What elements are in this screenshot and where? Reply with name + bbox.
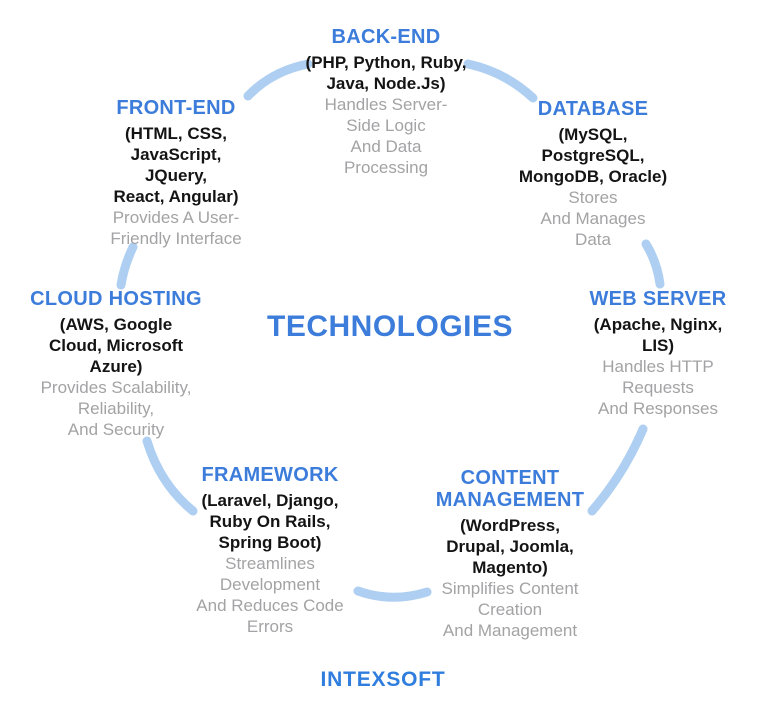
node-back-end-description: Handles Server- Side Logic And Data Proc… — [324, 95, 448, 177]
connector-arc-database-webserver — [641, 239, 665, 289]
node-cloud-hosting: CLOUD HOSTING (AWS, Google Cloud, Micros… — [30, 288, 202, 440]
connector-arc-framework-cloudhosting — [142, 436, 198, 516]
node-database-description: Stores And Manages Data — [540, 188, 646, 249]
node-front-end: FRONT-END (HTML, CSS, JavaScript, JQuery… — [110, 97, 241, 249]
connector-arc-contentmanagement-framework — [353, 586, 432, 602]
node-framework-description: Streamlines Development And Reduces Code… — [196, 554, 344, 636]
node-framework: FRAMEWORK (Laravel, Django, Ruby On Rail… — [196, 464, 343, 637]
node-front-end-tools: (HTML, CSS, JavaScript, JQuery, React, A… — [113, 124, 239, 206]
node-web-server-description: Handles HTTP Requests And Responses — [597, 357, 719, 418]
node-web-server-tools: (Apache, Nginx, LIS) — [593, 315, 723, 355]
node-database-tools: (MySQL, PostgreSQL, MongoDB, Oracle) — [518, 125, 668, 186]
node-content-management-title: CONTENT MANAGEMENT — [435, 467, 585, 511]
connector-arc-frontend-backend — [243, 59, 313, 101]
node-content-management: CONTENT MANAGEMENT (WordPress, Drupal, J… — [436, 467, 585, 641]
connector-arc-webserver-contentmanagement — [587, 424, 648, 516]
node-framework-tools: (Laravel, Django, Ruby On Rails, Spring … — [201, 491, 339, 552]
connector-arc-backend-database — [463, 59, 538, 103]
node-front-end-title: FRONT-END — [116, 97, 236, 119]
node-framework-title: FRAMEWORK — [201, 464, 339, 486]
diagram-center-title: TECHNOLOGIES — [266, 310, 514, 343]
intexsoft-logo: INTEXSOFT — [320, 668, 446, 691]
node-cloud-hosting-description: Provides Scalability, Reliability, And S… — [40, 378, 192, 439]
node-content-management-tools: (WordPress, Drupal, Joomla, Magento) — [446, 516, 574, 577]
node-cloud-hosting-tools: (AWS, Google Cloud, Microsoft Azure) — [48, 315, 184, 376]
node-cloud-hosting-title: CLOUD HOSTING — [30, 288, 202, 310]
node-back-end-tools: (PHP, Python, Ruby, Java, Node.Js) — [305, 53, 467, 93]
node-back-end-title: BACK-END — [331, 26, 441, 48]
node-database-title: DATABASE — [537, 98, 649, 120]
connector-arc-cloudhosting-frontend — [116, 242, 138, 290]
node-front-end-description: Provides A User- Friendly Interface — [110, 208, 242, 248]
node-web-server: WEB SERVER (Apache, Nginx, LIS) Handles … — [589, 288, 726, 419]
node-web-server-title: WEB SERVER — [589, 288, 727, 310]
node-database: DATABASE (MySQL, PostgreSQL, MongoDB, Or… — [519, 98, 667, 250]
node-content-management-description: Simplifies Content Creation And Manageme… — [441, 579, 579, 640]
node-back-end: BACK-END (PHP, Python, Ruby, Java, Node.… — [306, 26, 467, 178]
